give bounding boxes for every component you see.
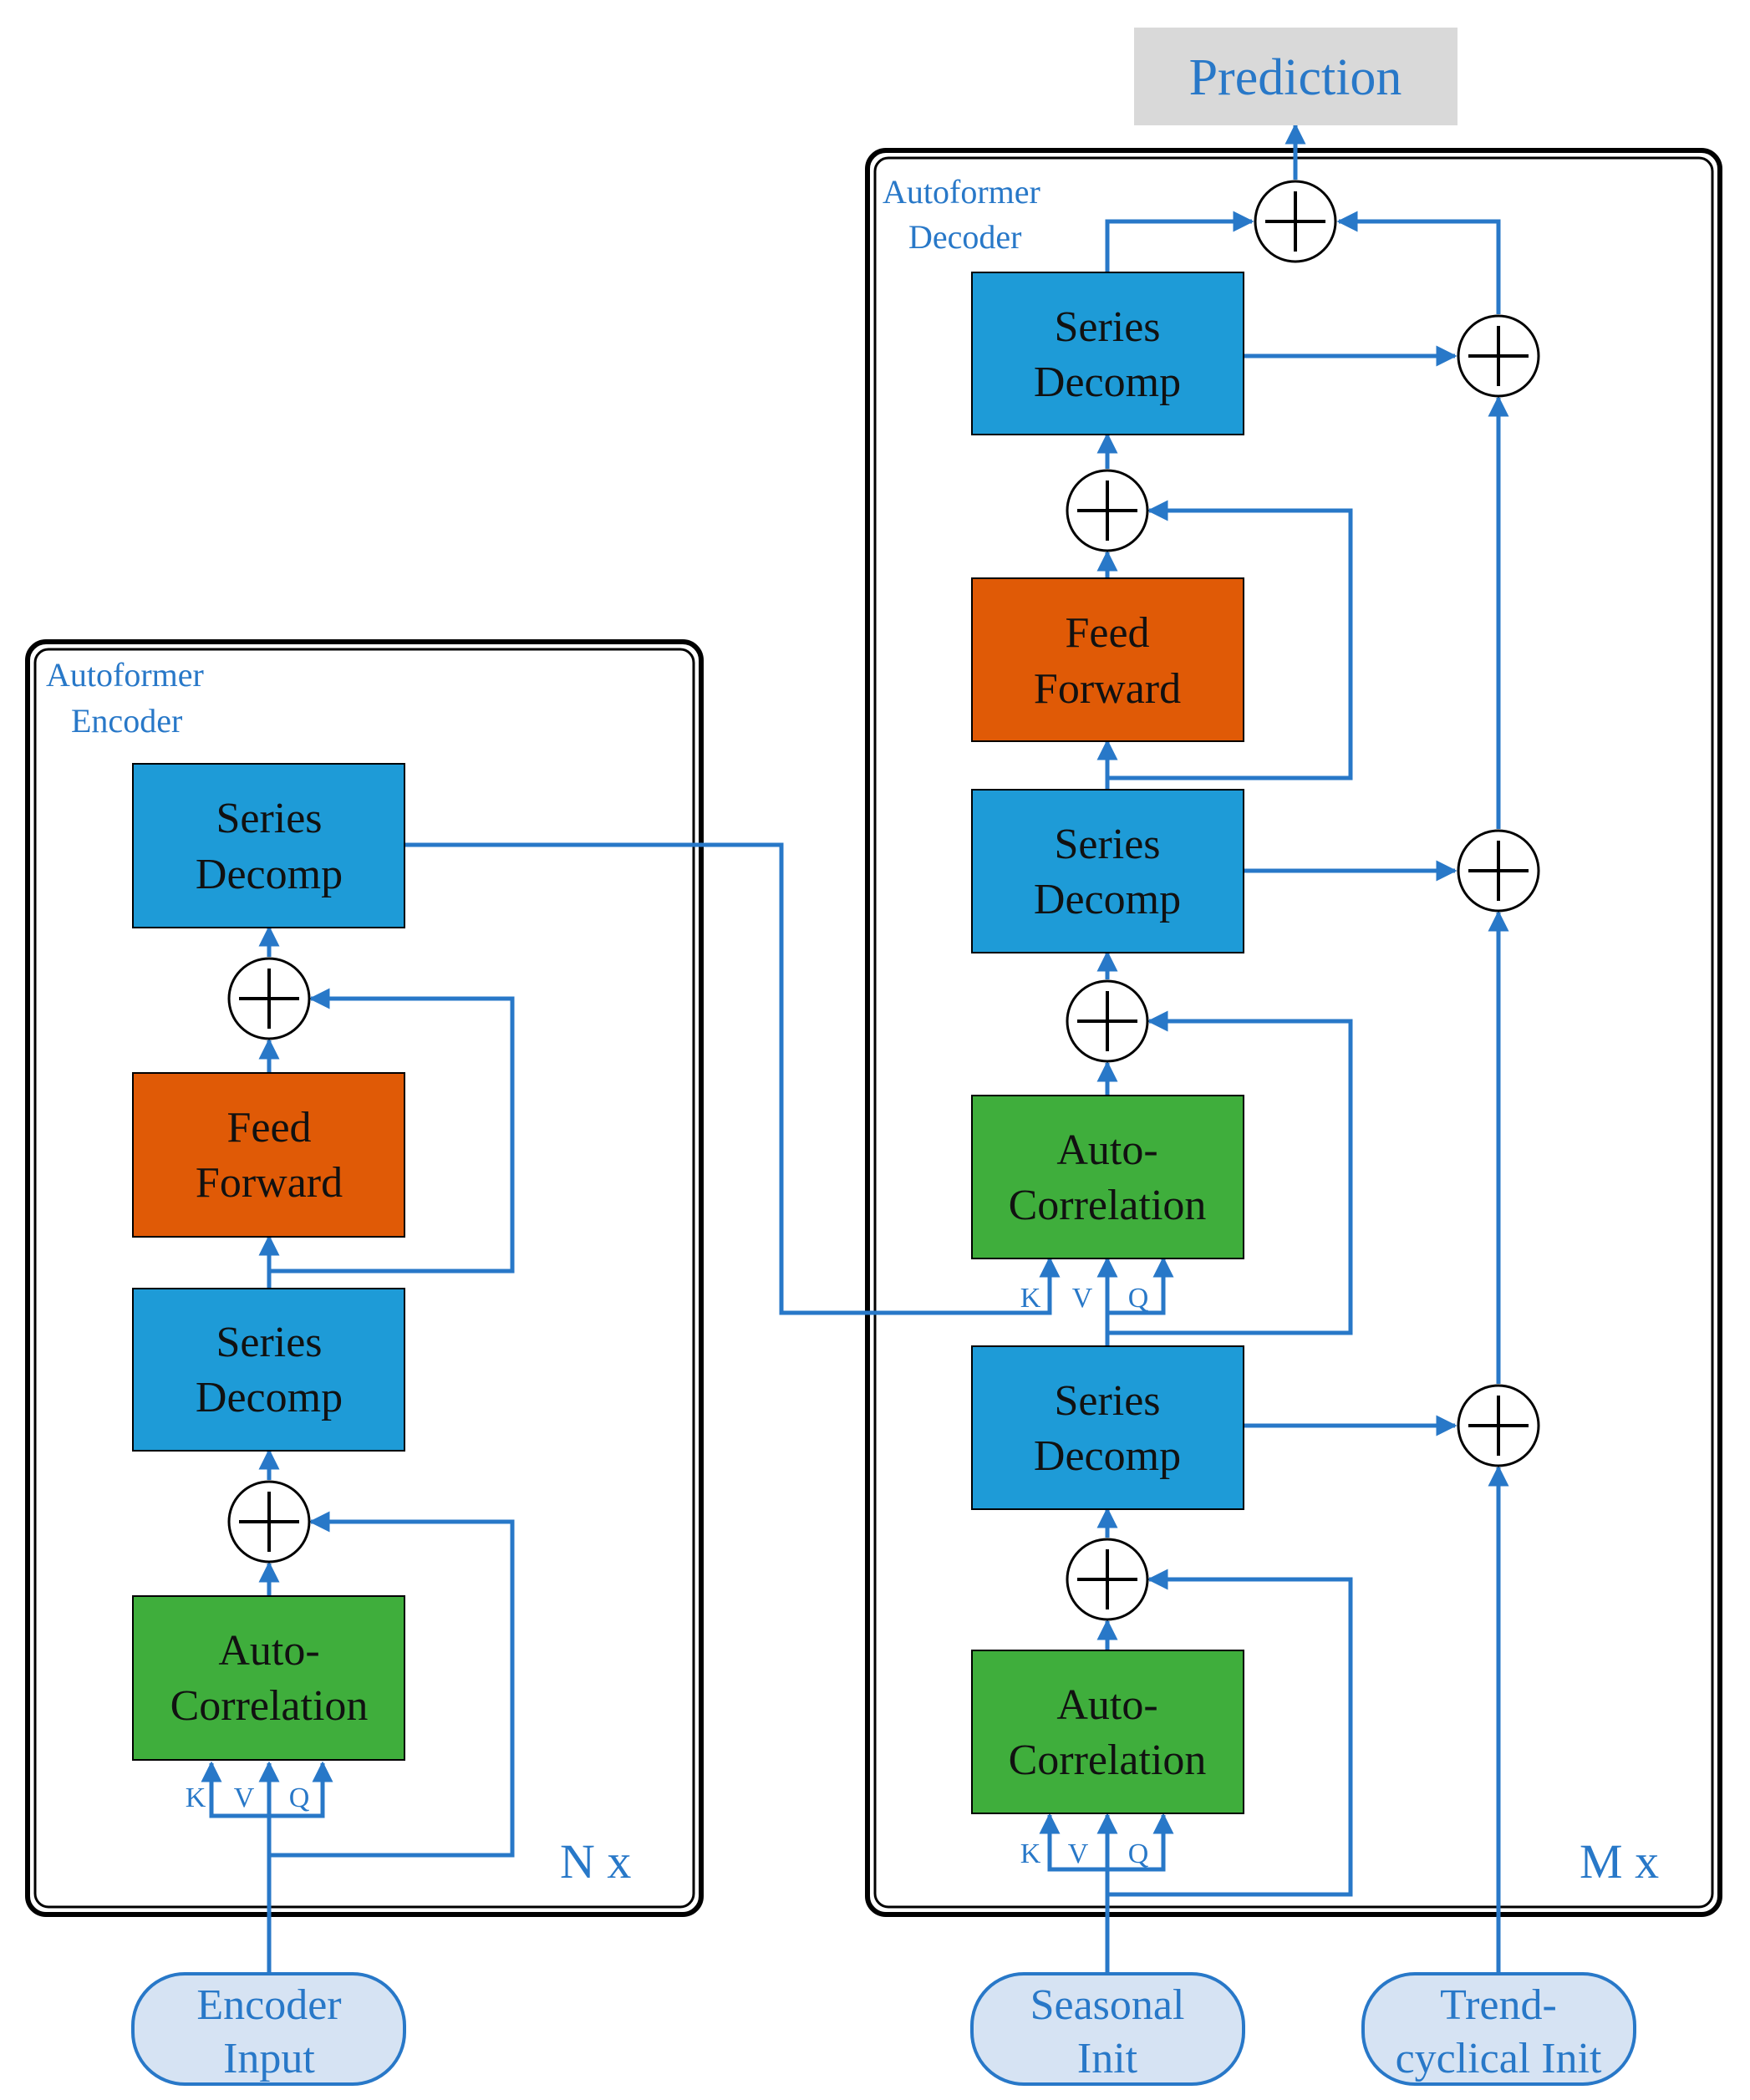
circled-plus-icon <box>227 957 311 1040</box>
block-label: Series <box>1054 821 1160 868</box>
block-label: Forward <box>196 1159 343 1207</box>
decoder-cross-auto-correlation: Auto- Correlation <box>971 1095 1244 1259</box>
encoder-series-decomp-bottom: Series Decomp <box>132 1288 405 1452</box>
circled-plus-icon <box>1457 1384 1540 1467</box>
encoder-frame <box>25 639 704 1917</box>
decoder-self-q-label: Q <box>1128 1838 1149 1869</box>
block-label: Decomp <box>196 851 343 898</box>
encoder-feed-forward: Feed Forward <box>132 1072 405 1238</box>
decoder-cross-v-label: V <box>1072 1283 1093 1314</box>
encoder-q-label: Q <box>289 1782 310 1813</box>
encoder-auto-correlation: Auto- Correlation <box>132 1595 405 1761</box>
block-label: Forward <box>1034 665 1181 713</box>
decoder-series-decomp-mid: Series Decomp <box>971 789 1244 953</box>
block-label: Auto- <box>1056 1126 1157 1174</box>
seasonal-init-node: Seasonal Init <box>970 1972 1245 2086</box>
decoder-cross-k-label: K <box>1020 1283 1041 1314</box>
decoder-series-decomp-top: Series Decomp <box>971 272 1244 435</box>
input-label: Encoder <box>196 1981 341 2029</box>
decoder-series-decomp-bottom: Series Decomp <box>971 1345 1244 1510</box>
block-label: Decomp <box>1034 876 1181 923</box>
block-label: Auto- <box>218 1627 319 1675</box>
circled-plus-icon <box>227 1480 311 1564</box>
block-label: Correlation <box>1009 1736 1207 1784</box>
encoder-label-line2: Encoder <box>71 702 182 740</box>
decoder-label-line2: Decoder <box>908 218 1021 256</box>
decoder-connectors <box>404 123 1509 1974</box>
input-label: cyclical Init <box>1396 2035 1602 2082</box>
block-label: Series <box>216 795 322 842</box>
block-label: Auto- <box>1056 1681 1157 1729</box>
trend-cyclical-init-node: Trend- cyclical Init <box>1361 1972 1636 2086</box>
block-label: Decomp <box>196 1374 343 1421</box>
block-label: Decomp <box>1034 1432 1181 1480</box>
encoder-label-line1: Autoformer <box>46 656 204 694</box>
circled-plus-icon <box>1066 469 1149 552</box>
block-label: Correlation <box>1009 1182 1207 1229</box>
decoder-feed-forward: Feed Forward <box>971 577 1244 742</box>
circled-plus-icon <box>1066 979 1149 1063</box>
input-label: Input <box>223 2035 315 2082</box>
encoder-series-decomp-top: Series Decomp <box>132 763 405 928</box>
block-label: Feed <box>1065 609 1149 657</box>
encoder-connectors <box>201 925 515 1974</box>
encoder-v-label: V <box>234 1782 255 1813</box>
prediction-label: Prediction <box>1189 49 1402 106</box>
block-label: Series <box>1054 303 1160 351</box>
decoder-self-k-label: K <box>1020 1838 1041 1869</box>
block-label: Feed <box>226 1104 311 1152</box>
decoder-self-auto-correlation: Auto- Correlation <box>971 1650 1244 1814</box>
encoder-repeat-label: N x <box>560 1834 631 1889</box>
block-label: Series <box>216 1319 322 1366</box>
decoder-label-line1: Autoformer <box>883 173 1040 211</box>
decoder-cross-q-label: Q <box>1128 1283 1149 1314</box>
encoder-input-node: Encoder Input <box>131 1972 406 2086</box>
decoder-repeat-label: M x <box>1580 1834 1659 1889</box>
circled-plus-icon <box>1066 1538 1149 1621</box>
circled-plus-icon <box>1457 829 1540 913</box>
block-label: Decomp <box>1034 358 1181 406</box>
block-label: Correlation <box>170 1682 369 1730</box>
prediction-box: Prediction <box>1134 28 1457 125</box>
input-label: Seasonal <box>1030 1981 1185 2029</box>
block-label: Series <box>1054 1377 1160 1425</box>
input-label: Init <box>1077 2035 1138 2082</box>
circled-plus-icon <box>1254 180 1337 263</box>
decoder-self-v-label: V <box>1068 1838 1089 1869</box>
encoder-k-label: K <box>186 1782 206 1813</box>
input-label: Trend- <box>1440 1981 1557 2029</box>
circled-plus-icon <box>1457 314 1540 398</box>
